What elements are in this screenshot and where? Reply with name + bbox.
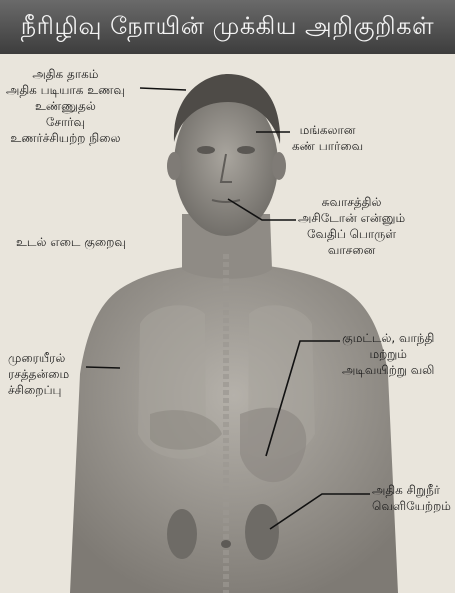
label-urine: அதிக சிறுநீர் வெளியேற்றம் [372, 482, 451, 514]
right-ear [272, 152, 286, 180]
label-vision: மங்கலான கண் பார்வை [292, 122, 363, 154]
label-lung: முரையீரல் ரசத்தன்மை ச்சிறைப்பு [8, 350, 69, 398]
label-breath-line: வாசனை [298, 242, 405, 258]
label-vision-line: மங்கலான [292, 122, 363, 138]
label-thirst: அதிக தாகம் அதிக படியாக உணவு உண்ணுதல் சோர… [6, 66, 125, 146]
torso [70, 264, 398, 593]
label-breath: சுவாசத்தில் அசிடோன் என்னும் வேதிப் பொருள… [298, 194, 405, 258]
leader-lung [86, 367, 120, 368]
label-breath-line: அசிடோன் என்னும் [298, 210, 405, 226]
right-eye [237, 146, 255, 154]
label-thirst-line: அதிக தாகம் [6, 66, 125, 82]
label-lung-line: முரையீரல் [8, 350, 69, 366]
body-diagram: அதிக தாகம் அதிக படியாக உணவு உண்ணுதல் சோர… [0, 54, 455, 593]
label-lung-line: ச்சிறைப்பு [8, 382, 69, 398]
label-urine-line: அதிக சிறுநீர் [372, 482, 451, 498]
label-nausea-line: மற்றும் [342, 346, 434, 362]
left-ear [167, 152, 181, 180]
label-urine-line: வெளியேற்றம் [372, 498, 451, 514]
label-vision-line: கண் பார்வை [292, 138, 363, 154]
label-thirst-line: சோர்வு [6, 114, 125, 130]
left-eye [197, 146, 215, 154]
label-nausea-line: குமட்டல், வாந்தி [342, 330, 434, 346]
label-lung-line: ரசத்தன்மை [8, 366, 69, 382]
label-thirst-line: உண்ணுதல் [6, 98, 125, 114]
label-thirst-line: அதிக படியாக உணவு [6, 82, 125, 98]
label-nausea-line: அடிவயிற்று வலி [342, 362, 434, 378]
label-breath-line: சுவாசத்தில் [298, 194, 405, 210]
label-thirst-line: உணர்ச்சியற்ற நிலை [6, 130, 125, 146]
right-kidney [245, 504, 279, 560]
navel [221, 540, 231, 548]
leader-thirst [140, 88, 186, 90]
diagram-title: நீரிழிவு நோயின் முக்கிய அறிகுறிகள் [0, 0, 455, 54]
label-nausea: குமட்டல், வாந்தி மற்றும் அடிவயிற்று வலி [342, 330, 434, 378]
label-weight: உடல் எடை குறைவு [16, 234, 126, 250]
left-kidney [167, 509, 197, 559]
label-weight-line: உடல் எடை குறைவு [16, 234, 126, 250]
label-breath-line: வேதிப் பொருள் [298, 226, 405, 242]
